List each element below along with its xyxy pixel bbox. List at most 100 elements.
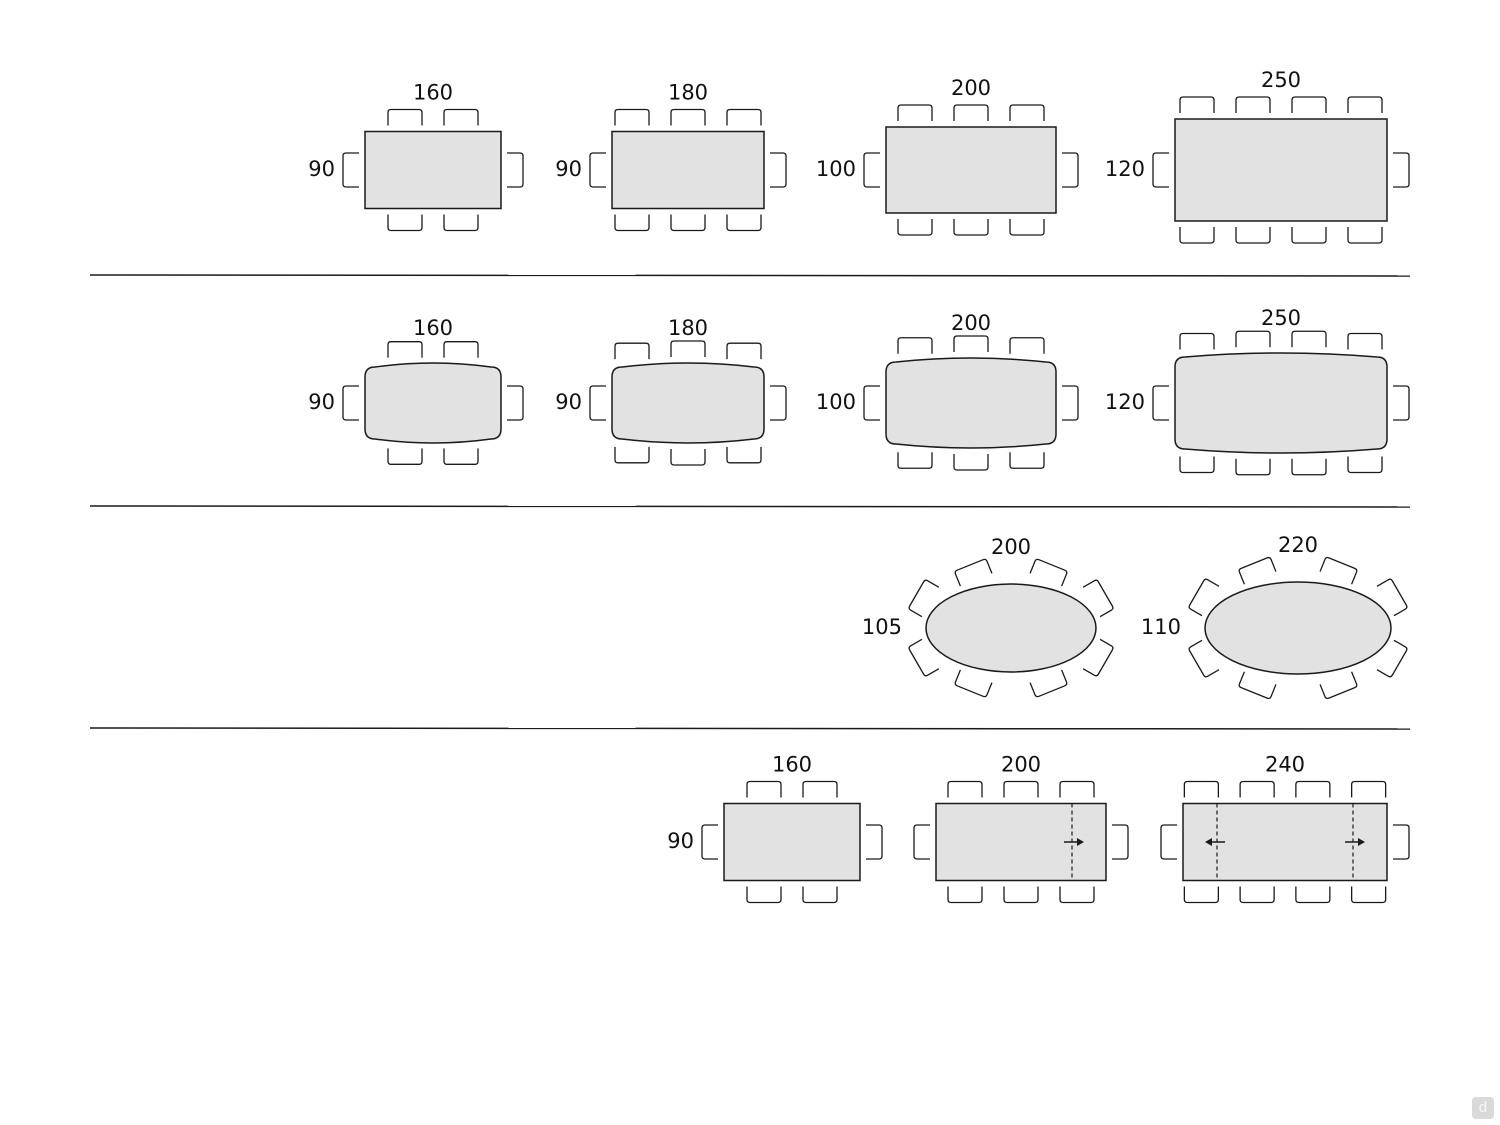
tables-layer: 1609018090200100250120160901809020010025… bbox=[308, 68, 1410, 904]
chair-icon bbox=[908, 579, 940, 618]
chair-icon bbox=[1238, 671, 1277, 700]
chair-icon bbox=[507, 152, 524, 188]
chair-icon bbox=[1376, 578, 1408, 617]
chair-icon bbox=[614, 342, 650, 360]
row-divider bbox=[89, 274, 1411, 277]
chair-icon bbox=[1291, 227, 1327, 244]
chair-icon bbox=[1009, 104, 1045, 121]
width-label: 90 bbox=[555, 157, 582, 181]
chair-icon bbox=[1239, 780, 1275, 798]
length-label: 160 bbox=[413, 81, 453, 105]
table-top bbox=[364, 130, 502, 210]
chair-icon bbox=[1059, 780, 1095, 798]
chair-icon bbox=[913, 824, 930, 860]
table-top bbox=[723, 802, 861, 882]
length-label: 180 bbox=[668, 316, 708, 340]
chair-icon bbox=[1235, 330, 1271, 348]
chair-group bbox=[1029, 558, 1068, 587]
chair-icon bbox=[387, 108, 423, 126]
length-label: 200 bbox=[991, 535, 1031, 559]
arrowhead-icon bbox=[1205, 838, 1212, 846]
chair-icon bbox=[802, 886, 838, 904]
chair-icon bbox=[1188, 578, 1220, 617]
chair-icon bbox=[1295, 780, 1331, 798]
table-top bbox=[885, 126, 1057, 214]
chair-icon bbox=[770, 385, 787, 421]
chair-icon bbox=[1179, 227, 1215, 244]
chair-icon bbox=[670, 214, 706, 232]
table-top bbox=[1204, 581, 1392, 675]
width-label: 90 bbox=[308, 157, 335, 181]
chair-icon bbox=[443, 341, 479, 358]
chair-icon bbox=[1347, 456, 1383, 474]
chair-icon bbox=[1350, 886, 1387, 904]
width-label: 105 bbox=[862, 615, 902, 639]
chair-icon bbox=[1295, 886, 1331, 904]
chair-icon bbox=[387, 341, 423, 358]
chair-group bbox=[908, 638, 940, 677]
chair-icon bbox=[1235, 458, 1271, 476]
chair-icon bbox=[1235, 227, 1271, 244]
chair-icon bbox=[1376, 639, 1408, 678]
chair-icon bbox=[954, 669, 993, 698]
table-top bbox=[364, 362, 502, 444]
chair-icon bbox=[1350, 780, 1387, 798]
chair-icon bbox=[1291, 458, 1327, 476]
chair-icon bbox=[953, 454, 989, 471]
chair-icon bbox=[1029, 669, 1068, 698]
chair-icon bbox=[1009, 452, 1045, 469]
chair-icon bbox=[1393, 385, 1410, 421]
length-label: 220 bbox=[1278, 533, 1318, 557]
chair-icon bbox=[1347, 332, 1383, 350]
chair-icon bbox=[897, 219, 933, 236]
chair-icon bbox=[947, 780, 983, 798]
table-top bbox=[1174, 118, 1388, 222]
table-top bbox=[885, 357, 1057, 449]
chair-icon bbox=[1188, 639, 1220, 678]
chair-icon bbox=[953, 219, 989, 236]
chair-icon bbox=[953, 104, 989, 121]
chair-icon bbox=[443, 448, 479, 465]
chair-icon bbox=[1152, 385, 1169, 421]
chair-icon bbox=[1393, 824, 1410, 860]
chair-group bbox=[1188, 578, 1220, 617]
length-label: 200 bbox=[951, 76, 991, 100]
chair-icon bbox=[770, 152, 787, 188]
width-label: 90 bbox=[667, 829, 694, 853]
chair-icon bbox=[726, 446, 762, 464]
chair-icon bbox=[589, 385, 606, 421]
chair-icon bbox=[1179, 96, 1215, 113]
chair-icon bbox=[1062, 385, 1079, 421]
length-label: 160 bbox=[413, 316, 453, 340]
chair-icon bbox=[1003, 780, 1039, 798]
chair-icon bbox=[1112, 824, 1129, 860]
chair-icon bbox=[1347, 227, 1383, 244]
chair-icon bbox=[746, 886, 782, 904]
chair-icon bbox=[1082, 579, 1114, 618]
chair-icon bbox=[947, 886, 983, 904]
chair-icon bbox=[726, 342, 762, 360]
row-divider bbox=[89, 727, 1411, 730]
chair-icon bbox=[1009, 219, 1045, 236]
d-logo-icon: d bbox=[1472, 1097, 1494, 1119]
length-label: 160 bbox=[772, 753, 812, 777]
chair-icon bbox=[1179, 332, 1215, 350]
chair-icon bbox=[1003, 886, 1039, 904]
chair-icon bbox=[746, 780, 782, 798]
chair-icon bbox=[1082, 638, 1114, 677]
chair-group bbox=[1319, 671, 1358, 700]
extendable-table: 160 90 bbox=[667, 753, 883, 904]
chair-group bbox=[1188, 639, 1220, 678]
chair-icon bbox=[1152, 152, 1169, 188]
chair-icon bbox=[1183, 780, 1220, 798]
table-top bbox=[611, 130, 765, 210]
chair-icon bbox=[897, 104, 933, 121]
length-label: 200 bbox=[1001, 753, 1041, 777]
chair-group bbox=[1082, 638, 1114, 677]
chair-icon bbox=[726, 214, 762, 232]
